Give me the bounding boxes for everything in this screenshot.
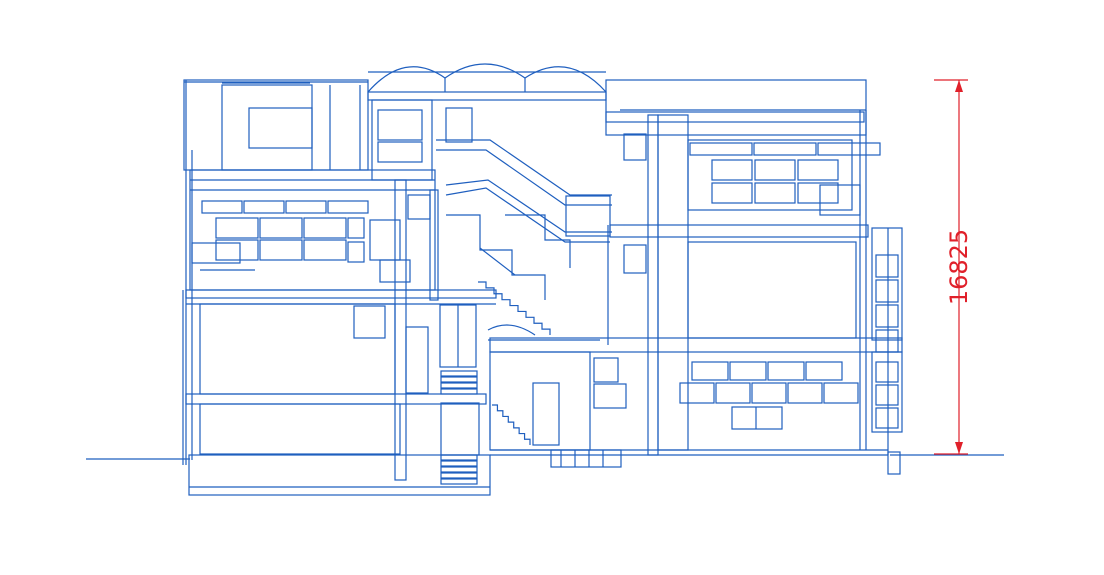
basement-stair-step xyxy=(440,454,478,461)
second-floor-window xyxy=(259,217,303,239)
first-floor-right-window xyxy=(767,361,805,381)
upper-stair-stringer xyxy=(436,149,612,206)
column-shaft xyxy=(657,114,689,451)
top-left-room xyxy=(221,84,313,171)
first-floor-right-window xyxy=(691,361,729,381)
right-roof-block xyxy=(605,79,867,136)
second-floor-window xyxy=(347,217,365,239)
first-floor-right-window xyxy=(593,383,627,409)
clerestory-window xyxy=(327,200,369,214)
first-floor-right-window xyxy=(805,361,843,381)
clerestory-window xyxy=(285,200,327,214)
basement-stair-step xyxy=(440,460,478,467)
top-left-window xyxy=(248,107,313,149)
third-floor-window xyxy=(754,159,796,181)
third-floor-window xyxy=(754,182,796,204)
basement-slab xyxy=(188,454,491,496)
second-floor-right-window xyxy=(623,244,647,274)
clerestory-window xyxy=(753,142,817,156)
dimension-arrow-top xyxy=(955,80,963,92)
clerestory-window xyxy=(817,142,881,156)
third-floor-window xyxy=(797,182,839,204)
third-floor-window xyxy=(711,159,753,181)
basement-stair-step xyxy=(440,466,478,473)
stair-hall-window xyxy=(377,141,423,163)
column xyxy=(647,114,659,456)
third-floor-slab xyxy=(605,111,865,123)
first-floor-door xyxy=(405,326,429,394)
ground-floor-left-room xyxy=(199,403,401,455)
stair-arch xyxy=(487,324,536,336)
second-floor-window xyxy=(347,241,365,263)
stair-step xyxy=(440,376,478,383)
right-facade-bay xyxy=(871,351,903,433)
stair-step xyxy=(440,388,478,395)
roof-slab xyxy=(367,91,607,101)
right-facade-bay xyxy=(871,227,903,341)
stair-landing-box xyxy=(565,195,611,237)
stair-flight xyxy=(479,247,516,276)
second-floor-window xyxy=(215,217,259,239)
basement-stair-step xyxy=(440,478,478,485)
right-facade-window xyxy=(875,407,899,429)
clerestory-window xyxy=(243,200,285,214)
lower-stair xyxy=(478,281,551,335)
column xyxy=(429,189,439,301)
right-facade-window xyxy=(875,254,899,278)
stair-hall-window xyxy=(445,107,473,143)
stair-hall-window-bay xyxy=(371,99,433,181)
first-floor-right-window xyxy=(593,357,619,383)
second-floor-right-room xyxy=(687,241,857,339)
second-floor-left-room xyxy=(189,169,436,291)
right-facade-window xyxy=(875,304,899,328)
third-floor-window xyxy=(711,182,753,204)
stair-wall-step xyxy=(505,214,571,268)
second-floor-window xyxy=(259,239,303,261)
second-floor-window xyxy=(303,239,347,261)
top-left-roof-block xyxy=(183,79,369,171)
clerestory-window xyxy=(201,200,243,214)
first-floor-right-window xyxy=(731,406,783,430)
right-facade-window xyxy=(875,279,899,303)
building-section-linework xyxy=(86,63,1004,496)
second-floor-window xyxy=(303,217,347,239)
first-floor-window xyxy=(353,305,386,339)
right-facade-window xyxy=(875,361,899,383)
right-facade-window xyxy=(875,384,899,406)
third-floor-window xyxy=(797,159,839,181)
stair-wall-step xyxy=(446,214,546,300)
vaulted-roof xyxy=(367,63,607,93)
facade-footing xyxy=(887,451,901,475)
first-floor-right-window xyxy=(823,382,859,404)
stair-step xyxy=(440,370,478,377)
first-floor-right-window xyxy=(751,382,787,404)
stair-hall-window xyxy=(377,109,423,141)
stair-soffit xyxy=(445,179,612,233)
stair-hall-window xyxy=(407,194,431,220)
upper-stair-stringer xyxy=(436,139,612,196)
first-floor-right-window xyxy=(787,382,823,404)
ground-right-hall xyxy=(489,351,591,451)
entrance-stair xyxy=(492,404,531,445)
first-floor-right-window xyxy=(715,382,751,404)
second-floor-window xyxy=(215,239,259,261)
third-floor-window xyxy=(623,133,647,161)
dimension-label: 16825 xyxy=(945,229,973,305)
first-floor-left-room xyxy=(199,303,396,395)
clerestory-window xyxy=(689,142,753,156)
stair-hall-window xyxy=(379,259,411,283)
ground-floor-door xyxy=(440,402,480,456)
stair-step xyxy=(440,382,478,389)
dimension-arrow-bottom xyxy=(955,442,963,454)
second-floor-right-slab xyxy=(609,224,869,238)
first-floor-slab xyxy=(185,289,497,299)
first-floor-right-window xyxy=(679,382,715,404)
first-floor-right-slab xyxy=(489,337,903,353)
right-facade-window xyxy=(875,329,899,353)
ground-right-door xyxy=(532,382,560,446)
height-dimension: 16825 xyxy=(934,79,973,455)
basement-stair-step xyxy=(440,472,478,479)
first-floor-right-window xyxy=(729,361,767,381)
